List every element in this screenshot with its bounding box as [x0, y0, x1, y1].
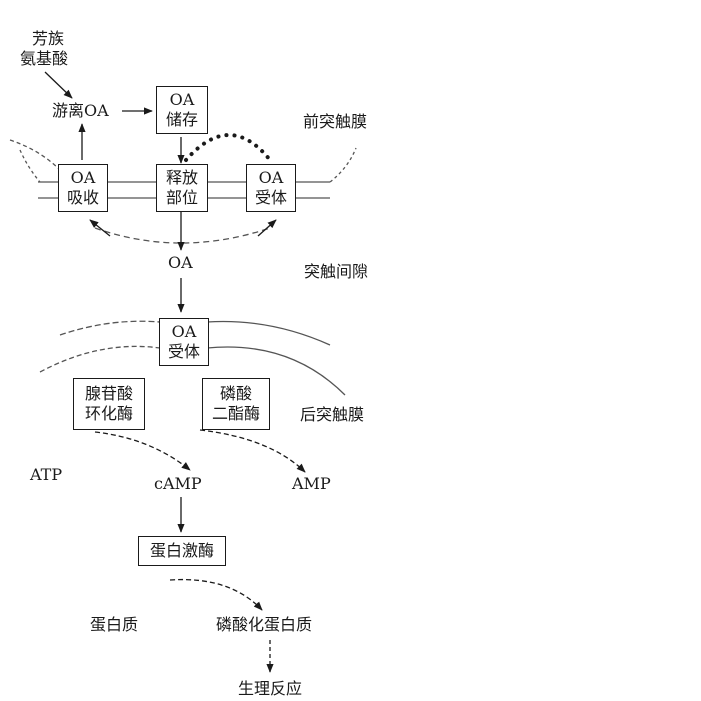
label-protein: 蛋白质 — [90, 615, 139, 634]
box-oa-uptake: OA 吸收 — [58, 164, 108, 212]
arrow-to-uptake — [89, 219, 111, 237]
box-protein-kinase: 蛋白激酶 — [138, 536, 226, 566]
box-adenylate-cyclase: 腺苷酸 环化酶 — [73, 378, 145, 430]
label-physiological-response: 生理反应 — [238, 679, 303, 698]
postsynaptic-membrane — [39, 320, 346, 396]
label-phosphorylated-protein: 磷酸化蛋白质 — [216, 615, 313, 634]
label-oa-released: OA — [168, 253, 193, 272]
box-oa-receptor-pre: OA 受体 — [246, 164, 296, 212]
label-amp: AMP — [292, 474, 331, 493]
arrow-to-pre-receptor — [257, 219, 277, 237]
box-phosphodiesterase: 磷酸 二酯酶 — [202, 378, 270, 430]
arrows — [44, 71, 306, 673]
label-atp: ATP — [30, 465, 63, 484]
receptor-feedback-arc — [184, 133, 272, 162]
presynaptic-membrane — [9, 139, 357, 244]
label-postsynaptic-membrane: 后突触膜 — [300, 405, 365, 424]
arrow-protein-to-phosphoprotein — [169, 578, 263, 611]
arrow-aa-to-free-oa — [44, 71, 73, 99]
label-camp: cAMP — [154, 474, 202, 493]
label-free-oa: 游离OA — [52, 101, 109, 120]
label-synaptic-cleft: 突触间隙 — [304, 262, 369, 281]
label-aromatic-line2: 氨基酸 — [20, 49, 69, 68]
box-release-site: 释放 部位 — [156, 164, 208, 212]
arrow-camp-to-amp — [199, 429, 306, 473]
box-oa-storage: OA 储存 — [156, 86, 208, 134]
box-oa-receptor-post: OA 受体 — [159, 318, 209, 366]
label-presynaptic-membrane: 前突触膜 — [303, 112, 368, 131]
arrow-atp-to-camp — [94, 431, 191, 471]
label-aromatic-line1: 芳族 — [32, 29, 65, 48]
